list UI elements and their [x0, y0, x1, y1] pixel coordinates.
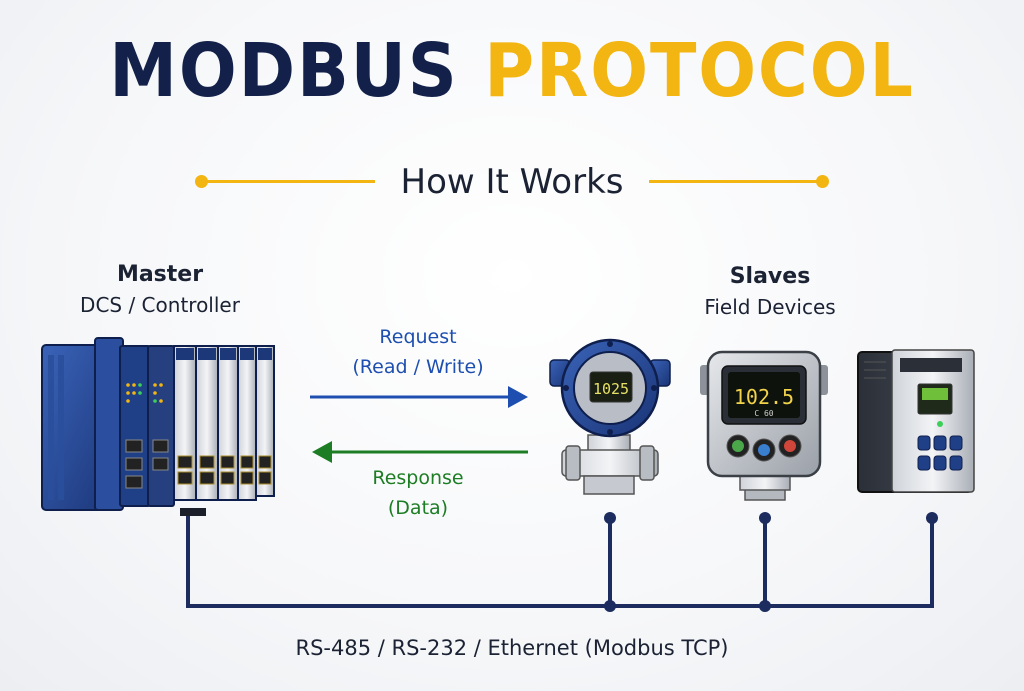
bus-line [186, 514, 934, 608]
right-rule-dot [816, 175, 829, 188]
response-label: Response (Data) [318, 463, 518, 523]
request-label: Request (Read / Write) [318, 322, 518, 382]
meter-display: 102.5 [734, 385, 794, 409]
response-arrow [312, 441, 528, 463]
master-heading: Master [116, 262, 204, 287]
slaves-subheading: Field Devices [704, 295, 836, 319]
response-line1: Response [372, 467, 464, 489]
bus-label: RS-485 / RS-232 / Ethernet (Modbus TCP) [295, 636, 729, 660]
meter-sub-display: C 60 [754, 409, 773, 418]
master-subheading: DCS / Controller [80, 293, 240, 317]
slaves-label: Slaves Field Devices [670, 264, 870, 319]
response-line2: (Data) [387, 497, 449, 519]
request-arrow [310, 386, 528, 408]
subtitle-row: How It Works [195, 158, 829, 204]
left-rule-dot [195, 175, 208, 188]
master-controller-icon [41, 337, 275, 516]
request-line1: Request [379, 326, 457, 348]
page-title: MODBUS PROTOCOL [41, 28, 983, 114]
right-rule [649, 180, 821, 183]
subtitle: How It Works [400, 162, 624, 202]
vfd-drive-icon [857, 349, 975, 493]
title-word-protocol: PROTOCOL [484, 28, 915, 114]
transmitter-display: 1025 [593, 380, 629, 398]
digital-meter-icon: 102.5 C 60 [700, 350, 828, 501]
title-word-modbus: MODBUS [109, 28, 459, 114]
pressure-transmitter-icon: 1025 [549, 338, 671, 495]
bus-nodes [604, 512, 938, 612]
slaves-heading: Slaves [729, 264, 811, 289]
request-line2: (Read / Write) [352, 356, 484, 378]
left-rule [203, 180, 375, 183]
master-label: Master DCS / Controller [60, 262, 260, 317]
